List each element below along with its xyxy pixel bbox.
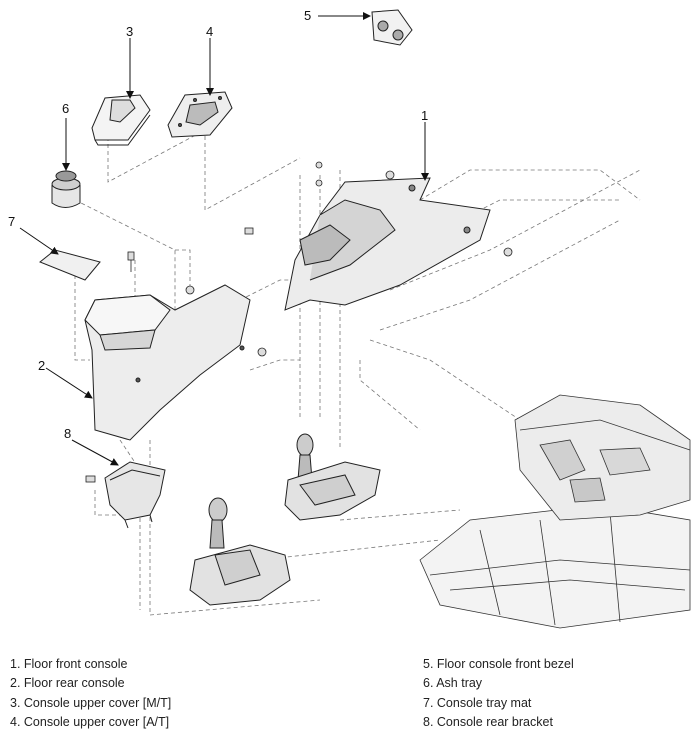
- legend-item-6: 6. Ash tray: [423, 676, 483, 691]
- callout-8: 8: [64, 426, 71, 441]
- automatic-shift-lever-assembly: [284, 433, 381, 521]
- console-upper-cover-at: [167, 91, 233, 138]
- vehicle-floor-and-dashboard: [419, 394, 691, 629]
- legend-right-column: 5. Floor console front bezel 6. Ash tray…: [423, 655, 574, 733]
- callout-4: 4: [206, 24, 213, 39]
- callout-arrows: [19, 12, 429, 466]
- legend-item-7: 7. Console tray mat: [423, 695, 532, 710]
- callout-6: 6: [62, 101, 69, 116]
- legend-item-5: 5. Floor console front bezel: [423, 657, 574, 671]
- floor-rear-console: [84, 284, 251, 441]
- callout-7: 7: [8, 214, 15, 229]
- callout-3: 3: [126, 24, 133, 39]
- console-upper-cover-mt: [91, 94, 151, 146]
- legend-item-4: 4. Console upper cover [A/T]: [10, 715, 170, 730]
- legend-item-3: 3. Console upper cover [M/T]: [10, 695, 172, 710]
- legend-item-1: 1. Floor front console: [10, 657, 128, 671]
- console-rear-bracket: [104, 461, 166, 529]
- ash-tray: [51, 170, 81, 208]
- legend-left-column: 1. Floor front console 2. Floor rear con…: [10, 655, 171, 733]
- legend-item-2: 2. Floor rear console: [10, 676, 125, 691]
- callout-5: 5: [304, 8, 311, 23]
- manual-shift-lever-assembly: [189, 497, 291, 606]
- exploded-parts-diagram: 1 2 3 4 5 6 7 8: [8, 8, 691, 629]
- console-tray-mat: [39, 249, 101, 281]
- callout-2: 2: [38, 358, 45, 373]
- floor-console-front-bezel: [371, 9, 413, 46]
- callout-1: 1: [421, 108, 428, 123]
- fasteners: [85, 161, 513, 483]
- floor-front-console: [284, 177, 491, 311]
- legend-item-8: 8. Console rear bracket: [423, 715, 553, 730]
